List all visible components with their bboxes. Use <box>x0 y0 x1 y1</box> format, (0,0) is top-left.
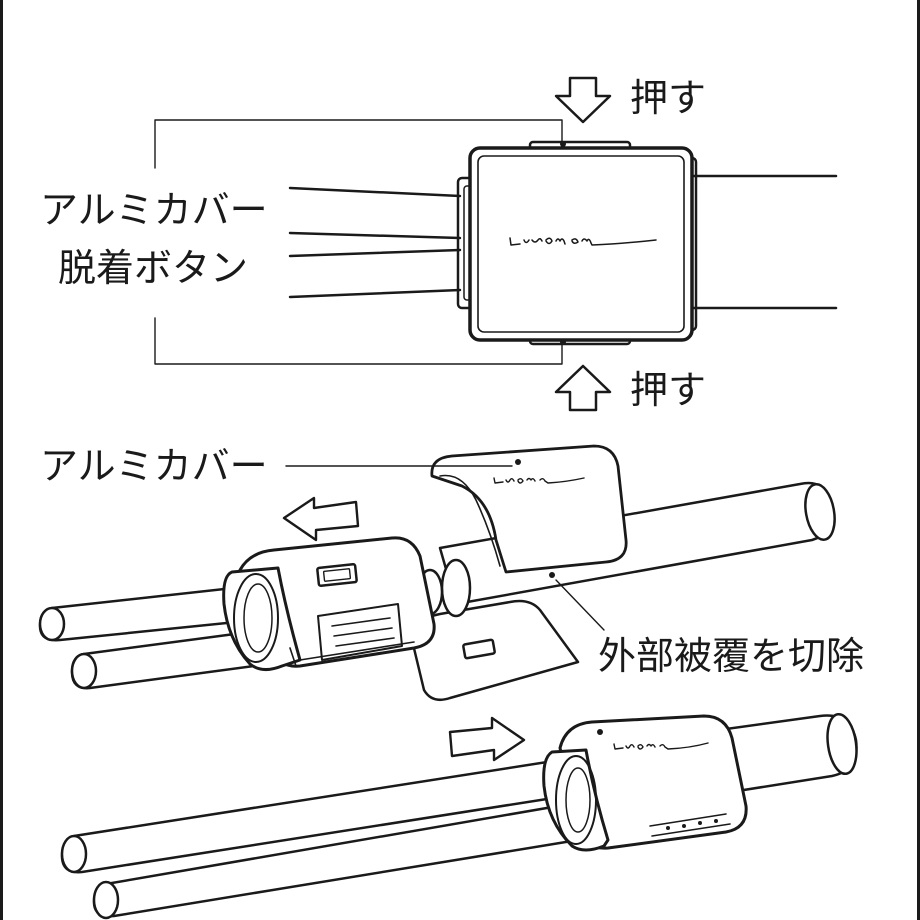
aluminum-cover-label-middle: アルミカバー <box>40 444 268 488</box>
release-button-label: 脱着ボタン <box>58 246 249 290</box>
leader-strip-sheath <box>555 579 605 631</box>
brand-mark <box>613 742 709 750</box>
button-dot <box>714 819 718 823</box>
assembled-view <box>60 712 858 920</box>
exploded-view <box>38 444 836 701</box>
connector-body-inner <box>477 155 685 333</box>
button-dot <box>560 339 566 345</box>
aluminum-cover-label-top: アルミカバー <box>40 188 268 232</box>
brand-mark <box>493 477 585 484</box>
top-aluminum-cover <box>430 444 628 574</box>
assembled-port-inner <box>565 767 591 833</box>
base-window-inner <box>322 568 352 582</box>
assembled-wire-upper-end <box>60 834 88 874</box>
button-dot <box>682 824 686 828</box>
pair-wire-lower-end <box>70 652 98 690</box>
top-view-connector <box>288 140 838 346</box>
leader-bracket <box>154 119 563 365</box>
button-ridges <box>331 617 395 647</box>
button-dot <box>560 141 566 147</box>
push-label-bottom: 押す <box>630 368 707 412</box>
cover-dot <box>515 459 521 465</box>
connector-port <box>233 573 279 663</box>
button-dot <box>666 826 670 830</box>
cover-dot <box>549 572 555 578</box>
disassemble-arrow-left <box>282 496 360 542</box>
cover-dot <box>597 729 603 735</box>
push-arrow-up <box>554 364 612 412</box>
connector-port-inner <box>243 583 273 653</box>
assembled-cable-end <box>826 712 858 776</box>
left-wire <box>288 186 462 198</box>
left-wire <box>288 231 462 240</box>
inner-conductor <box>440 558 472 618</box>
left-wire <box>288 288 462 299</box>
button-dot <box>698 821 702 825</box>
sheathed-cable-end <box>804 483 836 541</box>
assembled-port <box>555 755 597 845</box>
push-arrow-down <box>554 76 612 124</box>
assemble-arrow-right <box>448 716 526 762</box>
left-wire <box>288 248 462 258</box>
push-label-top: 押す <box>630 76 707 120</box>
assembled-wire-lower-end <box>92 880 120 920</box>
base-bottom-edge <box>289 641 415 667</box>
strip-outer-sheath-label: 外部被覆を切除 <box>598 634 865 678</box>
assembled-button-ridges <box>649 813 731 837</box>
top-cover-edge <box>439 474 501 567</box>
brand-mark <box>509 237 657 246</box>
connector-base-face <box>222 566 302 671</box>
base-window <box>316 563 358 587</box>
bottom-plate-slot <box>462 638 496 660</box>
connector-body <box>468 146 694 342</box>
pair-wire-upper-end <box>38 606 66 642</box>
